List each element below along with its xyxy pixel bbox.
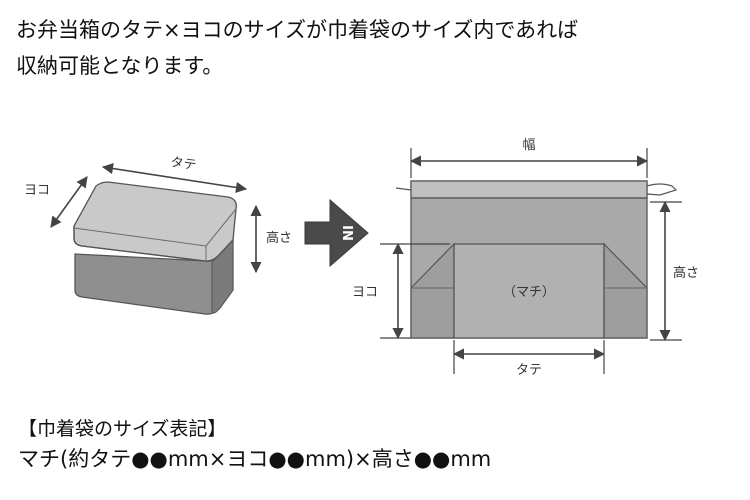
pouch-machi-label: （マチ） (503, 285, 555, 300)
pouch-illustration (395, 180, 678, 339)
size-notation-heading: 【巾着袋のサイズ表記】 (18, 418, 227, 440)
pouch-tate-label: タテ (516, 363, 542, 378)
lunchbox-lid (73, 181, 237, 262)
pouch-yoko-label: ヨコ (352, 285, 378, 300)
size-notation-formula: マチ(約タテ●●mm×ヨコ●●mm)×高さ●●mm (18, 447, 492, 471)
pouch-string-left (395, 187, 412, 191)
pouch-haba-label: 幅 (522, 138, 535, 153)
in-arrow-shape (304, 198, 369, 268)
lunchbox-lid-edge (73, 226, 234, 262)
size-notation: 【巾着袋のサイズ表記】 マチ(約タテ●●mm×ヨコ●●mm)×高さ●●mm (18, 414, 491, 474)
pouch-dimensions (380, 148, 682, 374)
lunchbox-tate-arrow (101, 162, 248, 194)
lunchbox-illustration (73, 181, 237, 315)
intro-line-2: 収納可能となります。 (16, 54, 224, 78)
lunchbox-tate-label: タテ (169, 155, 197, 173)
lunchbox-yoko-arrow (50, 176, 88, 228)
in-arrow-label: IN (339, 225, 354, 241)
pouch-drawstring-band (410, 180, 648, 199)
lunchbox-dimensions (50, 162, 262, 274)
intro-line-1: お弁当箱のタテ×ヨコのサイズが巾着袋のサイズ内であれば (16, 18, 579, 42)
pouch-gusset-center (453, 243, 605, 339)
in-arrow: IN (304, 198, 369, 268)
lunchbox-body-side (211, 238, 234, 314)
lunchbox-takasa-label: 高さ (266, 230, 292, 246)
lunchbox-yoko-label: ヨコ (24, 183, 50, 198)
intro-text: お弁当箱のタテ×ヨコのサイズが巾着袋のサイズ内であれば 収納可能となります。 (16, 12, 578, 84)
pouch-string-right (646, 183, 678, 196)
pouch-takasa-label: 高さ (673, 265, 699, 281)
